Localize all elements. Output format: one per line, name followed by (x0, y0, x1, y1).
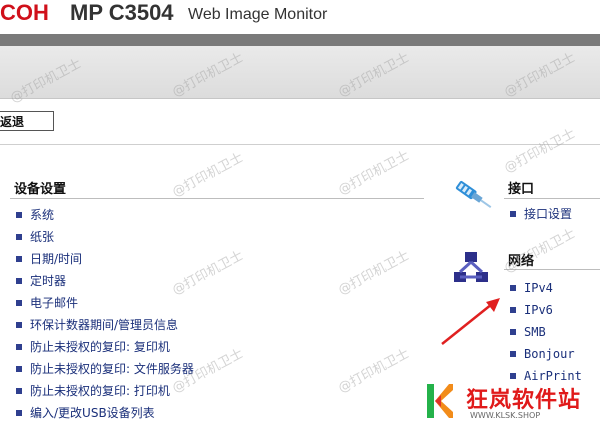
divider (0, 144, 600, 145)
bullet-icon (16, 366, 22, 372)
interface-list: 接口设置 (508, 203, 572, 225)
bullet-icon (16, 234, 22, 240)
bullet-icon (16, 344, 22, 350)
interface-cable-icon (455, 180, 492, 209)
device-settings-item-timer[interactable]: 定时器 (14, 270, 194, 292)
network-item-ipv6[interactable]: IPv6 (508, 299, 582, 321)
device-settings-item-eco-counter[interactable]: 环保计数器期间/管理员信息 (14, 314, 194, 336)
network-item-bonjour[interactable]: Bonjour (508, 343, 582, 365)
watermark-text: @打印机卫士 (335, 248, 412, 299)
top-band (0, 46, 600, 99)
bullet-icon (510, 285, 516, 291)
network-list: IPv4 IPv6 SMB Bonjour AirPrint (508, 277, 582, 387)
interface-title: 接口 (508, 182, 535, 197)
site-url: WWW.KLSK.SHOP (470, 411, 541, 420)
bullet-icon (510, 373, 516, 379)
network-item-airprint[interactable]: AirPrint (508, 365, 582, 387)
product-name: Web Image Monitor (188, 6, 328, 23)
interface-underline (504, 198, 600, 199)
device-settings-item-paper[interactable]: 纸张 (14, 226, 194, 248)
bullet-icon (16, 388, 22, 394)
header-bar (0, 34, 600, 46)
bullet-icon (510, 211, 516, 217)
device-settings-item-system[interactable]: 系统 (14, 204, 194, 226)
bullet-icon (16, 322, 22, 328)
network-item-ipv4[interactable]: IPv4 (508, 277, 582, 299)
site-logo-icon (427, 384, 453, 418)
header: COH MP C3504 Web Image Monitor (0, 0, 600, 34)
bullet-icon (510, 307, 516, 313)
device-settings-underline (10, 198, 424, 199)
device-settings-list: 系统 纸张 日期/时间 定时器 电子邮件 环保计数器期间/管理员信息 防止未授权… (14, 204, 194, 424)
watermark-text: @打印机卫士 (335, 346, 412, 397)
watermark-text: @打印机卫士 (169, 150, 246, 201)
bullet-icon (16, 256, 22, 262)
bullet-icon (16, 300, 22, 306)
device-settings-item-date-time[interactable]: 日期/时间 (14, 248, 194, 270)
device-settings-item-usb-device-list[interactable]: 编入/更改USB设备列表 (14, 402, 194, 424)
device-settings-item-email[interactable]: 电子邮件 (14, 292, 194, 314)
site-brand-name: 狂岚软件站 (466, 388, 582, 413)
device-settings-item-copy-guard-copier[interactable]: 防止未授权的复印: 复印机 (14, 336, 194, 358)
watermark-text: @打印机卫士 (335, 148, 412, 199)
interface-item-settings[interactable]: 接口设置 (508, 203, 572, 225)
bullet-icon (510, 351, 516, 357)
device-settings-title: 设备设置 (14, 182, 67, 197)
back-button[interactable]: 返退 (0, 111, 54, 131)
network-icon (454, 252, 488, 282)
bullet-icon (16, 212, 22, 218)
annotation-arrow-icon (441, 298, 500, 345)
bullet-icon (16, 410, 22, 416)
model-name: MP C3504 (70, 0, 174, 25)
bullet-icon (510, 329, 516, 335)
network-underline (504, 269, 600, 270)
device-settings-item-copy-guard-doc-server[interactable]: 防止未授权的复印: 文件服务器 (14, 358, 194, 380)
brand-logo-text: COH (0, 0, 49, 25)
device-settings-item-copy-guard-printer[interactable]: 防止未授权的复印: 打印机 (14, 380, 194, 402)
network-title: 网络 (508, 254, 535, 269)
bullet-icon (16, 278, 22, 284)
network-item-smb[interactable]: SMB (508, 321, 582, 343)
watermark-text: @打印机卫士 (501, 126, 578, 177)
